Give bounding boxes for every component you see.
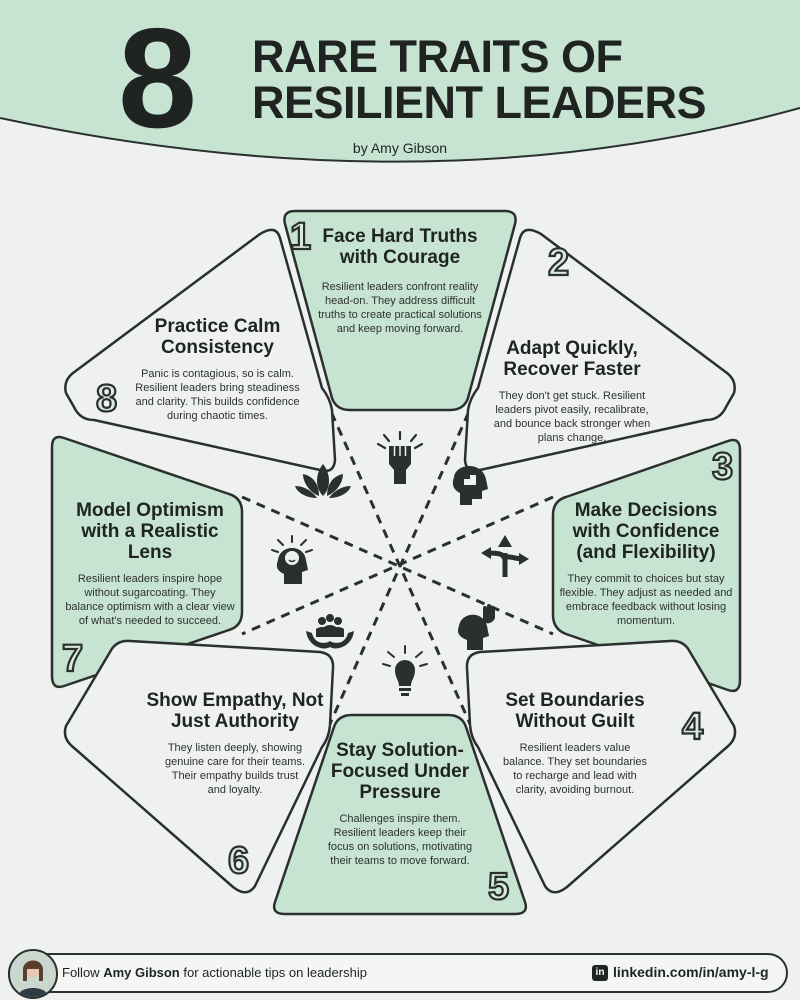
trait-3-text: They commit to choices but stay flexible… bbox=[559, 573, 733, 627]
trait-4-number: 4 bbox=[681, 706, 704, 748]
smiling-head-icon bbox=[271, 535, 313, 584]
trait-7-text: Resilient leaders inspire hope without s… bbox=[65, 573, 235, 627]
trait-4: Set Boundaries Without Guilt Resilient l… bbox=[500, 690, 650, 797]
trait-4-title: Set Boundaries Without Guilt bbox=[505, 690, 645, 732]
trait-5: Stay Solution-Focused Under Pressure Cha… bbox=[325, 740, 475, 868]
header-curve bbox=[0, 107, 800, 163]
trait-2: Adapt Quickly, Recover Faster They don't… bbox=[488, 338, 656, 445]
trait-3-number: 3 bbox=[711, 446, 734, 488]
trait-1-number: 1 bbox=[289, 216, 312, 258]
big-number-8: 8 bbox=[118, 0, 197, 158]
trait-1-title: Face Hard Truths with Courage bbox=[322, 226, 478, 268]
trait-8-number: 8 bbox=[95, 378, 118, 420]
trait-7-title: Model Optimism with a Realistic Lens bbox=[76, 500, 224, 563]
trait-5-number: 5 bbox=[487, 866, 510, 908]
linkedin-link[interactable]: linkedin.com/in/amy-l-g bbox=[613, 964, 769, 980]
trait-1: Face Hard Truths with Courage Resilient … bbox=[318, 226, 482, 336]
trait-6: Show Empathy, Not Just Authority They li… bbox=[145, 690, 325, 797]
trait-panel-8 bbox=[64, 228, 337, 473]
trait-7-number: 7 bbox=[61, 638, 84, 680]
header-banner bbox=[0, 0, 800, 162]
raised-fist-icon bbox=[376, 430, 424, 484]
trait-4-text: Resilient leaders value balance. They se… bbox=[502, 742, 648, 796]
lightbulb-icon bbox=[382, 645, 428, 696]
trait-2-number: 2 bbox=[547, 242, 570, 284]
trait-8-title: Practice Calm Consistency bbox=[154, 316, 281, 358]
trait-2-text: They don't get stuck. Resilient leaders … bbox=[493, 390, 651, 444]
lotus-icon bbox=[295, 464, 351, 498]
byline: by Amy Gibson bbox=[352, 140, 448, 156]
trait-6-text: They listen deeply, showing genuine care… bbox=[164, 742, 306, 796]
trait-3-title: Make Decisions with Confidence (and Flex… bbox=[572, 500, 720, 563]
trait-8: Practice Calm Consistency Panic is conta… bbox=[135, 316, 300, 423]
title-line-2: RESILIENT LEADERS bbox=[252, 77, 707, 128]
avatar bbox=[8, 949, 58, 999]
hands-holding-people-icon bbox=[306, 614, 354, 649]
trait-6-title: Show Empathy, Not Just Authority bbox=[146, 690, 324, 732]
trait-6-number: 6 bbox=[227, 840, 250, 882]
head-stop-hand-icon bbox=[457, 604, 495, 650]
trait-panel-6 bbox=[63, 639, 335, 894]
puzzle-head-icon bbox=[452, 466, 488, 505]
trait-5-text: Challenges inspire them. Resilient leade… bbox=[327, 813, 473, 867]
trait-2-title: Adapt Quickly, Recover Faster bbox=[503, 338, 641, 380]
trait-panel-7 bbox=[50, 435, 244, 689]
linkedin-icon: in bbox=[592, 965, 608, 981]
trait-panel-3 bbox=[551, 438, 742, 693]
trait-3: Make Decisions with Confidence (and Flex… bbox=[557, 500, 735, 628]
spokes bbox=[241, 397, 554, 736]
split-arrows-icon bbox=[481, 535, 529, 577]
title-line-1: RARE TRAITS OF bbox=[252, 31, 623, 82]
footer-bar: Follow Amy Gibson for actionable tips on… bbox=[8, 949, 788, 999]
follow-text: Follow Amy Gibson for actionable tips on… bbox=[62, 965, 367, 980]
trait-panel-4 bbox=[465, 639, 737, 894]
trait-7: Model Optimism with a Realistic Lens Res… bbox=[64, 500, 236, 628]
trait-8-text: Panic is contagious, so is calm. Resilie… bbox=[135, 368, 300, 422]
trait-1-text: Resilient leaders confront reality head-… bbox=[318, 281, 482, 335]
trait-5-title: Stay Solution-Focused Under Pressure bbox=[330, 740, 470, 803]
author-name[interactable]: Amy Gibson bbox=[103, 965, 180, 980]
trait-panel-5 bbox=[272, 713, 528, 916]
trait-panel-1 bbox=[283, 209, 517, 412]
page-title: RARE TRAITS OF RESILIENT LEADERS bbox=[252, 31, 707, 128]
